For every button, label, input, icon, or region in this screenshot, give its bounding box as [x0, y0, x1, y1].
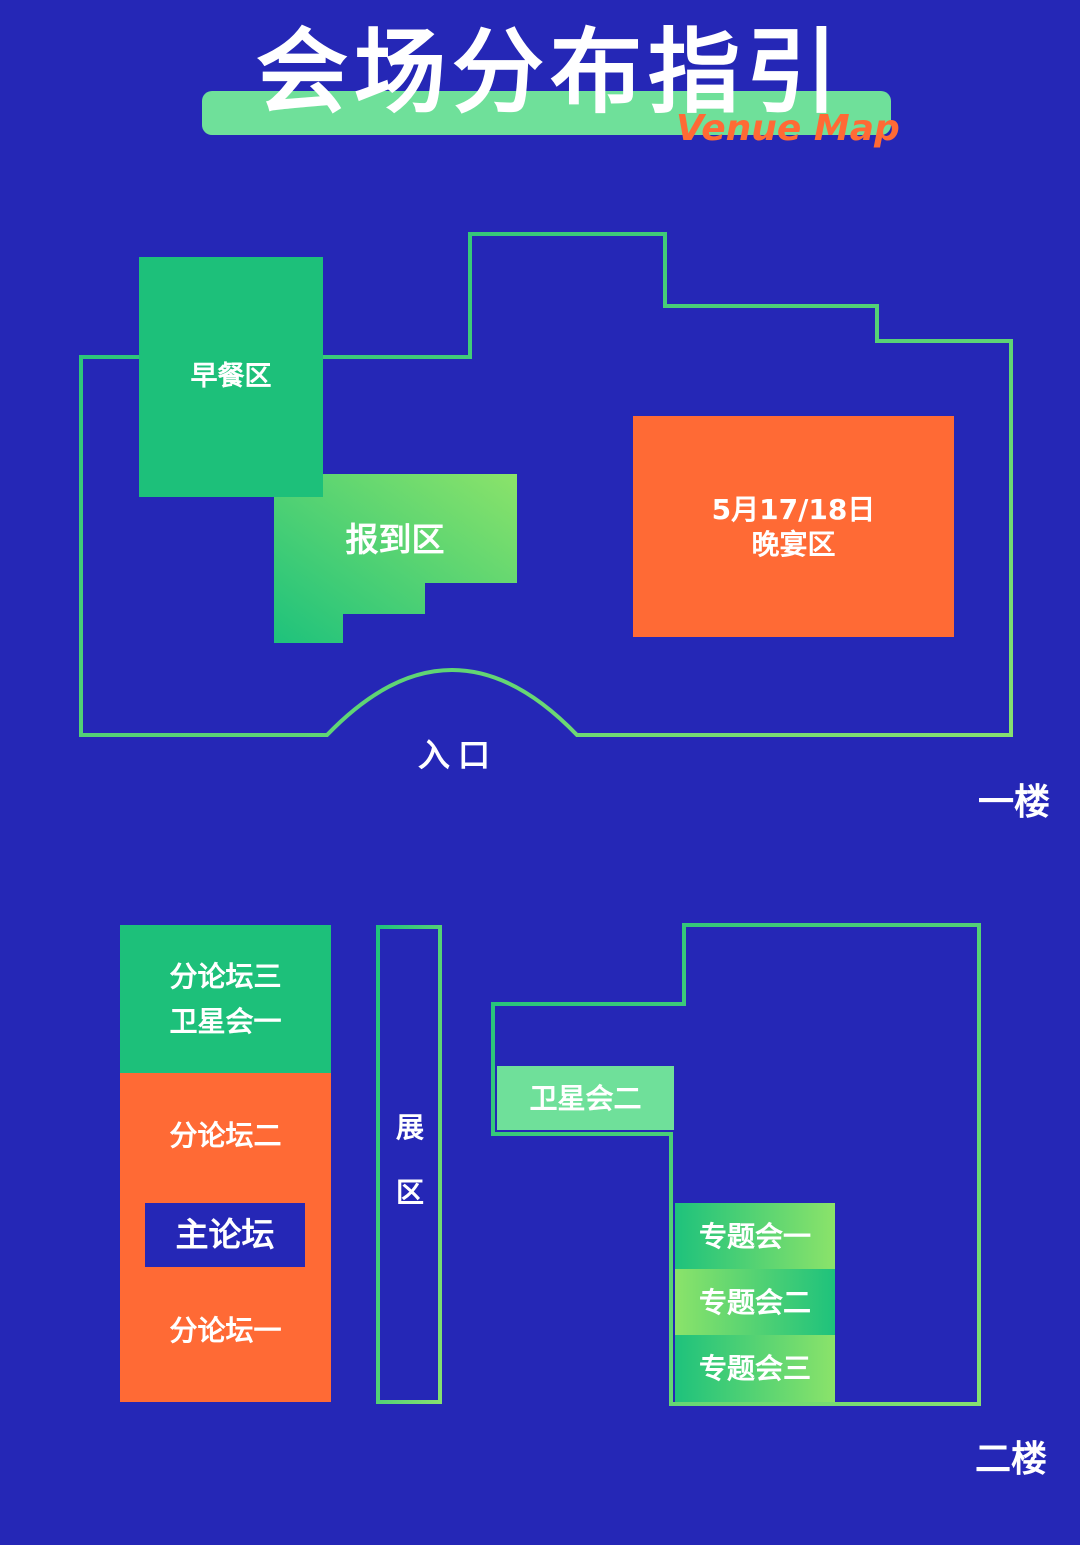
forum1-label: 分论坛一 — [169, 1313, 282, 1347]
exhibition-label-1: 展 — [395, 1111, 424, 1144]
forum2-area: 分论坛二 — [120, 1100, 331, 1170]
topic3-label: 专题会三 — [698, 1352, 811, 1385]
forum2-label: 分论坛二 — [169, 1118, 282, 1152]
main-forum-area: 主论坛 — [145, 1203, 305, 1267]
page-subtitle: Venue Map — [676, 108, 900, 149]
satellite1-label: 卫星会一 — [169, 1005, 282, 1038]
exhibition-outline — [376, 925, 442, 1404]
satellite2-label: 卫星会二 — [529, 1081, 642, 1115]
satellite2-area: 卫星会二 — [497, 1066, 674, 1130]
topic2-area: 专题会二 — [675, 1269, 835, 1335]
topic1-label: 专题会一 — [698, 1219, 811, 1253]
floor2-outline — [491, 923, 981, 1406]
exhibition-label-2: 区 — [395, 1176, 424, 1209]
topic2-label: 专题会二 — [698, 1285, 811, 1319]
banquet-date: 5月17/18日 — [711, 492, 876, 526]
registration-area: 报到区 — [300, 500, 490, 580]
floor1-label: 一楼 — [978, 782, 1051, 823]
registration-shape — [274, 474, 517, 643]
banquet-area: 5月17/18日 晚宴区 — [633, 416, 954, 637]
main-forum-label: 主论坛 — [175, 1215, 275, 1255]
page-title: 会场分布指引 — [255, 19, 844, 126]
forum1-area: 分论坛一 — [120, 1295, 331, 1365]
breakfast-area: 早餐区 — [139, 257, 323, 497]
breakfast-area-label: 早餐区 — [190, 361, 272, 393]
exhibition-area: 展 区 — [380, 1095, 440, 1225]
floor1-outline — [79, 232, 1013, 737]
banquet-area-label: 晚宴区 — [751, 527, 836, 561]
floor2-label: 二楼 — [975, 1439, 1048, 1480]
topic1-area: 专题会一 — [675, 1203, 835, 1269]
forum3-satellite1-area: 分论坛三 卫星会一 — [120, 925, 331, 1073]
entrance-label: 入口 — [417, 736, 498, 774]
title-underline-bar — [202, 91, 891, 135]
forum3-label: 分论坛三 — [169, 960, 282, 993]
topic3-area: 专题会三 — [675, 1335, 835, 1402]
registration-area-label: 报到区 — [345, 520, 445, 560]
